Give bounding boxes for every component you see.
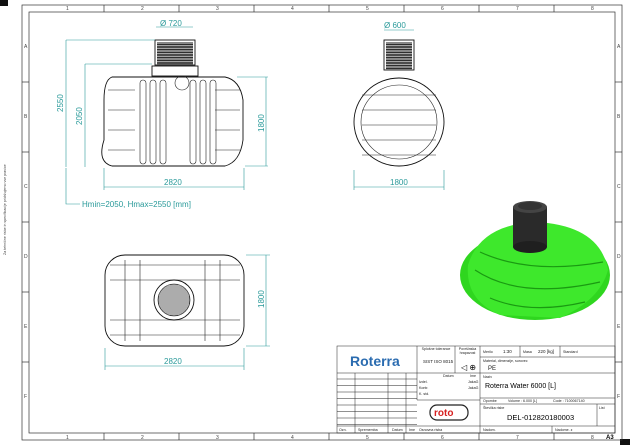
inner-frame (28, 11, 616, 434)
zone-column-label: 5 (366, 435, 369, 441)
zone-row-label: C (617, 184, 621, 190)
scale-value: 1:30 (503, 349, 512, 354)
rev-header-name: Ime (409, 428, 415, 432)
checked-label: Kontr. (419, 386, 428, 390)
title-block: Roterra Splošne tolerance SIST ISO 8015 … (336, 345, 616, 441)
zone-column-label: 4 (291, 435, 294, 441)
sheet-label: List (599, 406, 605, 410)
zone-column-label: 7 (516, 6, 519, 12)
corner-mark (0, 0, 8, 6)
zone-column-label: 4 (291, 6, 294, 12)
front-view (101, 39, 244, 167)
replaces-label: Nadom. (483, 428, 496, 432)
zone-column-label: 8 (591, 435, 594, 441)
projection-symbol-icon: ◁ ⊕ (461, 363, 476, 372)
sheet-format: A3 (606, 435, 614, 441)
replaced-by-label: Nadome. z (555, 428, 573, 432)
date-label: Datum (443, 374, 454, 378)
zone-column-label: 2 (141, 435, 144, 441)
notes-label: Opombe (483, 399, 497, 403)
tank-3d-render (460, 201, 610, 320)
dim-opening-diameter: Ø 720 (160, 19, 182, 28)
general-tolerance-label: Splošne tolerance (421, 347, 451, 351)
top-dim-width: 1800 (257, 290, 266, 308)
zone-row-label: B (24, 114, 28, 120)
zone-row-label: E (24, 324, 28, 330)
zone-row-label: E (617, 324, 621, 330)
roto-logo: roto (429, 404, 469, 421)
roterra-logo: Roterra (350, 353, 400, 369)
rev-header-change: Sprememba (358, 428, 378, 432)
front-view-dimensions: Ø 720 2550 2050 1800 2820 Hmin=2050, Hma… (56, 19, 268, 209)
zone-column-label: 8 (591, 6, 594, 12)
zone-column-label: 2 (141, 6, 144, 12)
standard-label: Standard (563, 350, 578, 354)
corner-mark (620, 439, 630, 445)
zone-row-label: D (617, 254, 621, 260)
std-label: K. std. (419, 392, 429, 396)
outer-frame (21, 4, 623, 441)
rev-header-date: Datum (392, 428, 403, 432)
zone-column-label: 6 (441, 435, 444, 441)
drawing-number-label: Številka risbe (483, 405, 504, 410)
top-dim-length: 2820 (164, 357, 182, 366)
zone-row-label: A (24, 44, 28, 50)
side-dim-opening: Ø 600 (384, 21, 406, 30)
top-view: 1800 2820 (104, 254, 270, 370)
mass-label: Masa (523, 350, 532, 354)
base-drawing-label: Osnovna risba (419, 428, 442, 432)
zone-row-label: C (24, 184, 28, 190)
zone-column-label: 1 (66, 6, 69, 12)
zone-row-label: F (617, 394, 620, 400)
surface-roughness-label: Površinska hrapavost (458, 347, 477, 356)
zone-column-label: 7 (516, 435, 519, 441)
dim-length: 2820 (164, 178, 182, 187)
drawing-number: DEL-012820180003 (507, 413, 574, 422)
zone-row-label: A (617, 44, 621, 50)
material-value: PE (488, 366, 496, 372)
svg-text:roto: roto (434, 408, 453, 419)
zone-column-label: 1 (66, 435, 69, 441)
general-tolerance-value: SIST ISO 8015 (423, 359, 454, 364)
mass-value: 220 [kg] (538, 349, 554, 354)
code-value: Code : 7100067140 (553, 399, 585, 403)
material-label: Material, dimenzije, surovec (483, 359, 528, 363)
zone-column-label: 5 (366, 6, 369, 12)
title-label: Naziv (483, 375, 492, 379)
drawn-label: Izdel. (419, 380, 428, 384)
zone-grid (22, 5, 622, 440)
zone-column-label: 3 (216, 435, 219, 441)
drawn-by: JakaG (468, 380, 479, 384)
drawing-title: Roterra Water 6000 [L] (485, 383, 556, 390)
checked-by: JakaG (468, 386, 479, 390)
zone-row-label: F (24, 394, 27, 400)
side-note: Za tehnične risbe in specifikacije pridr… (3, 164, 7, 255)
name-label: Ime (470, 374, 476, 378)
zone-row-label: B (617, 114, 621, 120)
side-dim-width: 1800 (390, 178, 408, 187)
volume-value: Volume : 6.000 [L] (508, 399, 537, 403)
dim-height: 1800 (257, 114, 266, 132)
zone-row-label: D (24, 254, 28, 260)
height-range-note: Hmin=2050, Hmax=2550 [mm] (82, 200, 191, 209)
rev-header-mark: Ozn. (339, 428, 347, 432)
side-view: Ø 600 1800 (353, 21, 445, 190)
zone-column-label: 3 (216, 6, 219, 12)
dim-body-height: 2050 (75, 107, 84, 125)
scale-label: Merilo (483, 350, 493, 354)
dim-total-height: 2550 (56, 94, 65, 112)
zone-column-label: 6 (441, 6, 444, 12)
